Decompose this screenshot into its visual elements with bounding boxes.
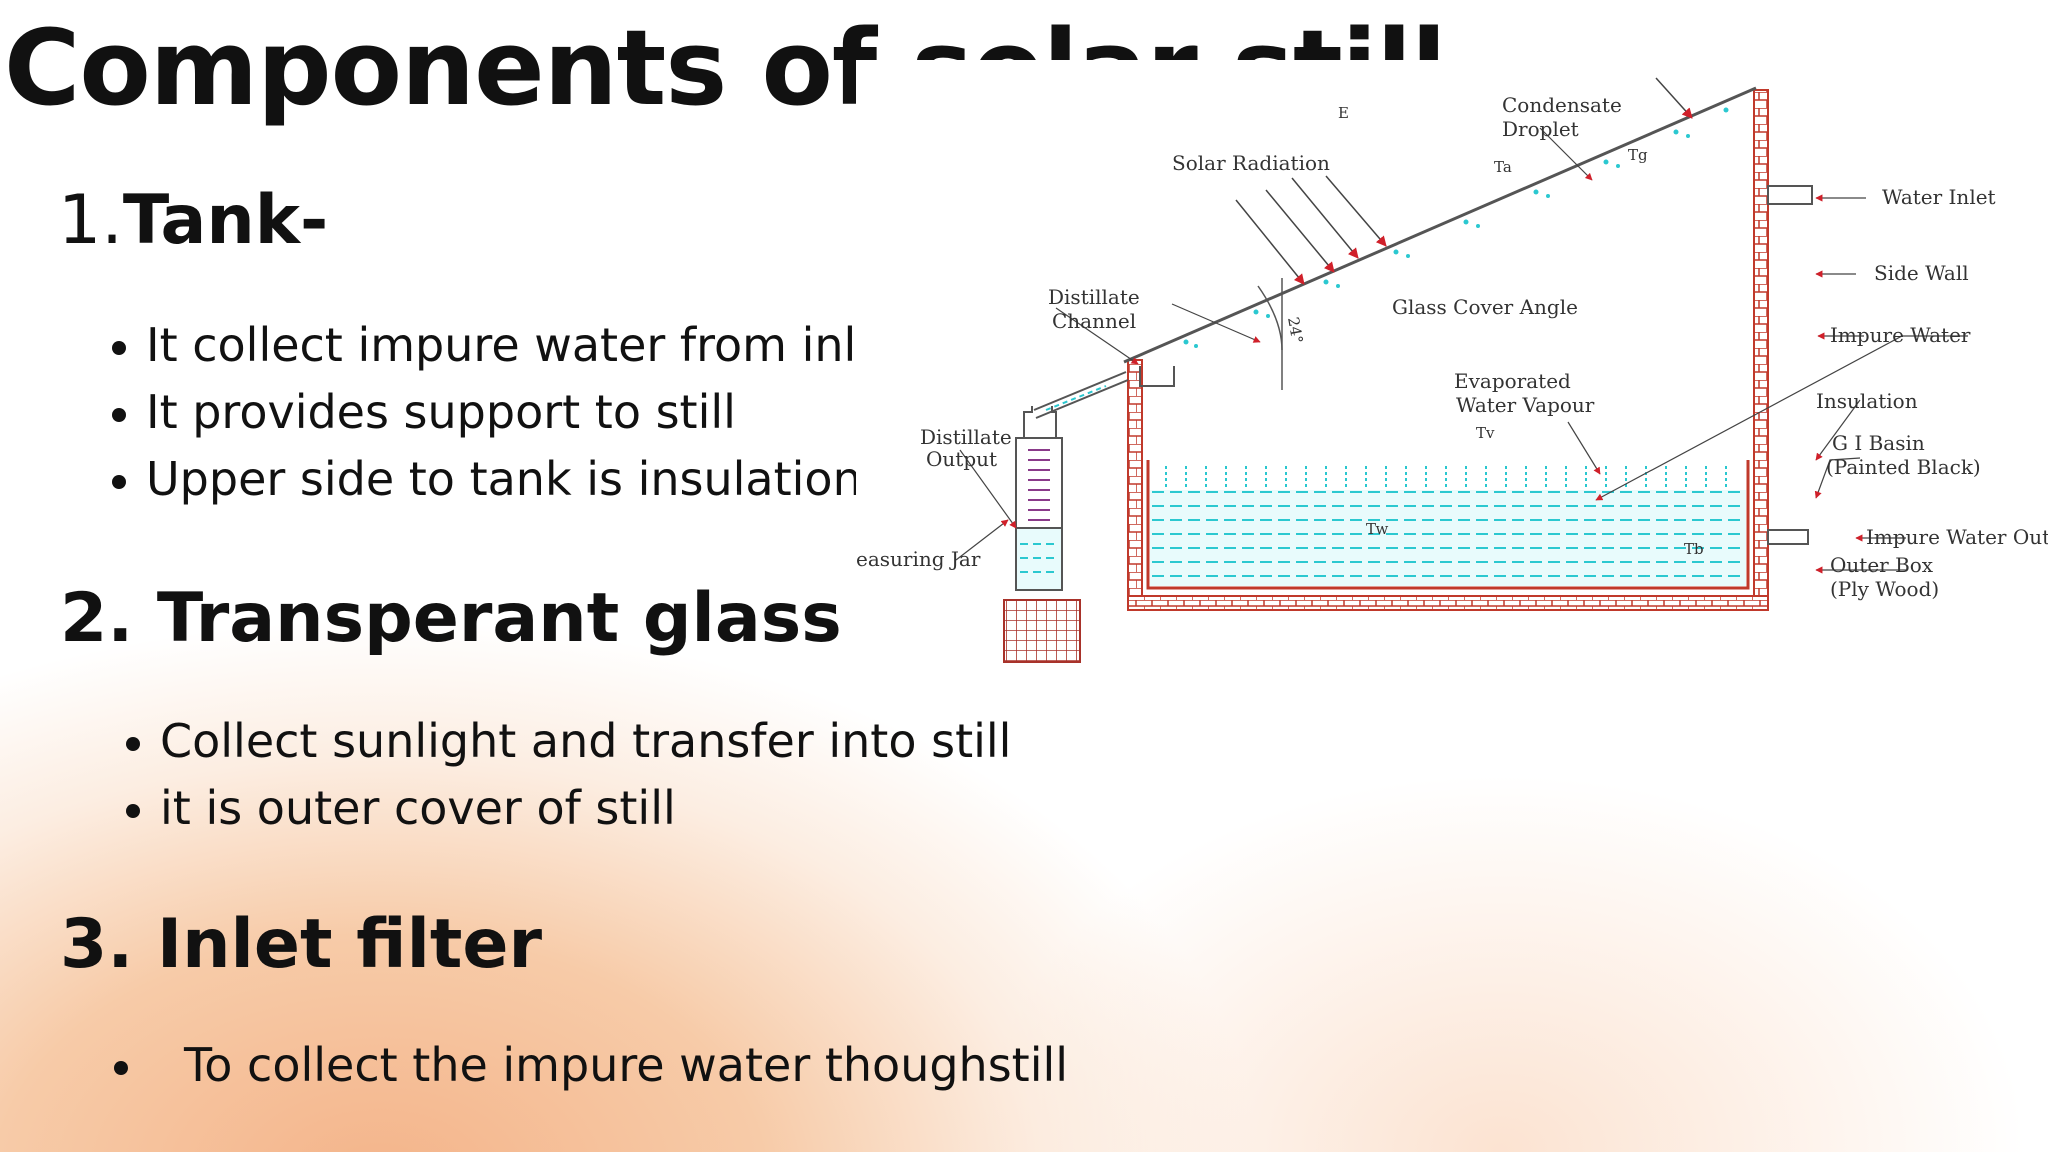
solar-still-svg: 24° xyxy=(856,60,2048,664)
label-distillate-channel-2: Channel xyxy=(1052,309,1136,333)
gi-basin xyxy=(1146,460,1750,590)
list-item: To collect the impure water thoughstill xyxy=(113,1032,1068,1099)
label-ta: Ta xyxy=(1494,158,1512,176)
label-insulation: Insulation xyxy=(1816,389,1918,413)
list-item: it is outer cover of still xyxy=(125,775,1011,842)
label-solar-radiation: Solar Radiation xyxy=(1172,151,1330,175)
section-title: Inlet filter xyxy=(156,905,543,984)
angle-value-label: 24° xyxy=(1284,316,1306,345)
label-e-mark: E xyxy=(1338,104,1349,122)
distillate-pipe xyxy=(1033,371,1127,411)
label-impure-water-outlet: Impure Water Outlet xyxy=(1866,525,2048,549)
section-title: Transperant glass xyxy=(156,579,842,658)
label-droplet: Droplet xyxy=(1502,117,1579,141)
label-tb: Tb xyxy=(1684,540,1704,558)
solar-still-diagram: 24° xyxy=(856,60,2048,664)
list-item: Collect sunlight and transfer into still xyxy=(125,708,1011,775)
label-evaporated-1: Evaporated xyxy=(1454,369,1571,393)
label-gi-basin-2: (Painted Black) xyxy=(1826,455,1981,479)
section-heading-glass: 2. Transperant glass xyxy=(60,578,842,660)
water-outlet-pipe xyxy=(1767,529,1809,545)
label-measuring-jar: easuring Jar xyxy=(856,547,981,571)
label-outer-box-2: (Ply Wood) xyxy=(1830,577,1939,601)
bullet-list-tank: It collect impure water from inlet It pr… xyxy=(112,312,903,513)
list-item: Upper side to tank is insulation xyxy=(112,446,903,513)
droplets xyxy=(1183,107,1729,348)
label-side-wall: Side Wall xyxy=(1874,261,1969,285)
distillate-channel xyxy=(1139,366,1175,387)
label-gi-basin-1: G I Basin xyxy=(1832,431,1925,455)
section-heading-tank: 1.Tank- xyxy=(58,180,328,262)
label-distillate-channel-1: Distillate xyxy=(1048,285,1140,309)
bullet-list-filter: To collect the impure water thoughstill xyxy=(113,1032,1068,1099)
side-wall-right xyxy=(1753,89,1769,611)
water-inlet-pipe xyxy=(1767,185,1813,205)
label-tw: Tw xyxy=(1366,520,1388,538)
leader-lines xyxy=(955,127,1968,574)
label-evaporated-2: Water Vapour xyxy=(1456,393,1595,417)
section-number: 1. xyxy=(58,181,123,260)
jar-stand xyxy=(1003,599,1081,663)
solar-radiation-arrows xyxy=(1235,77,1693,285)
basin-water xyxy=(1150,490,1746,586)
section-number: 2. xyxy=(60,579,134,658)
section-heading-filter: 3. Inlet filter xyxy=(60,904,542,986)
list-item: It provides support to still xyxy=(112,379,903,446)
bullet-list-glass: Collect sunlight and transfer into still… xyxy=(125,708,1011,842)
label-tv: Tv xyxy=(1476,424,1495,442)
label-impure-water: Impure Water xyxy=(1830,323,1971,347)
list-item: It collect impure water from inlet xyxy=(112,312,903,379)
label-water-inlet: Water Inlet xyxy=(1882,185,1996,209)
label-outer-box-1: Outer Box xyxy=(1830,553,1934,577)
label-condensate: Condensate xyxy=(1502,93,1622,117)
section-title: Tank- xyxy=(122,181,329,260)
section-number: 3. xyxy=(60,905,134,984)
glass-cover xyxy=(1123,86,1757,364)
label-distillate-output-1: Distillate xyxy=(920,425,1012,449)
label-distillate-output-2: Output xyxy=(926,447,997,471)
label-glass-cover-angle: Glass Cover Angle xyxy=(1392,295,1578,319)
water-lines xyxy=(1152,491,1746,577)
side-wall-left xyxy=(1127,359,1143,611)
label-tg: Tg xyxy=(1628,146,1648,164)
bottom-wall xyxy=(1127,595,1769,611)
